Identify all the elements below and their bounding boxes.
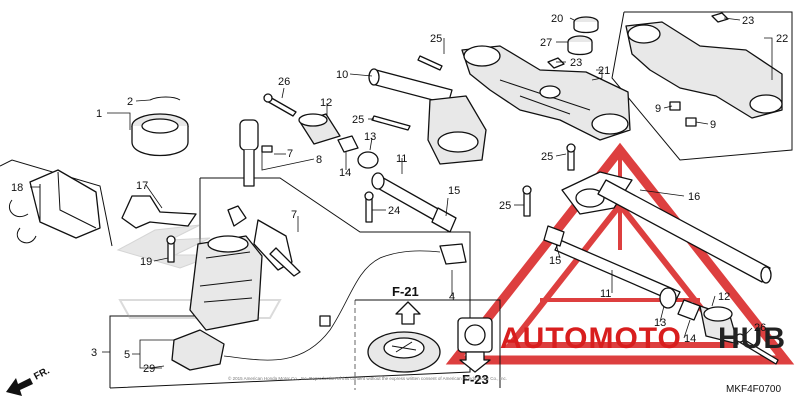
watermark-part1: AUTOMOTO: [500, 322, 682, 355]
watermark-part2: HUB: [718, 322, 786, 355]
callout-27: 27: [540, 37, 552, 49]
leader-lines: [30, 17, 773, 369]
callout-8: 8: [316, 154, 322, 166]
callout-25a: 25: [430, 33, 442, 45]
fuel-cap: [367, 331, 441, 373]
ref-label-f23: F-23: [462, 372, 489, 387]
callout-11a: 11: [396, 153, 407, 165]
callout-18: 18: [11, 182, 23, 194]
callout-13a: 13: [364, 131, 376, 143]
part-16-handlebar-right: [561, 171, 772, 284]
callout-7b: 7: [291, 209, 297, 221]
callout-24: 24: [388, 205, 400, 217]
fuel-cap-small: [457, 317, 493, 353]
part-22-bridge-inset: [625, 12, 783, 127]
part-25-bolts-right: [522, 143, 576, 217]
callout-16: 16: [688, 191, 700, 203]
part-20-cap: [547, 16, 599, 69]
part-5-sensor: [171, 243, 467, 371]
copyright-notice: © 2015 American Honda Motor Co., Inc. Re…: [228, 375, 507, 381]
callout-2: 2: [127, 96, 133, 108]
callout-13b: 13: [654, 317, 666, 329]
callout-29: 29: [143, 363, 155, 375]
front-label: FR.: [32, 365, 52, 382]
callout-14b: 14: [684, 333, 696, 345]
callout-17: 17: [136, 180, 148, 192]
part-10-handlebar: [368, 68, 487, 165]
top-bridge-outline: [611, 11, 793, 161]
callout-25d: 25: [499, 200, 511, 212]
callout-23a: 23: [742, 15, 754, 27]
callout-4: 4: [449, 291, 455, 303]
callout-15a: 15: [448, 185, 460, 197]
callout-11b: 11: [600, 288, 611, 300]
callout-10: 10: [336, 69, 348, 81]
callout-25c: 25: [541, 151, 553, 163]
part-11-shaft-left: [371, 172, 457, 233]
part-24-bolt: [364, 191, 374, 223]
callout-19: 19: [140, 256, 152, 268]
callout-22: 22: [776, 33, 788, 45]
diagram-code: MKF4F0700: [726, 384, 781, 395]
callout-20: 20: [551, 13, 563, 25]
ref-label-f21: F-21: [392, 284, 419, 299]
part-26-bolt-left: [263, 93, 297, 117]
callouts: 1 2 3 4 5 6 7 7 8 9 9 10 11 11 12 12 13 …: [11, 13, 788, 375]
callout-3: 3: [91, 347, 97, 359]
ref-arrow-down: [459, 351, 491, 373]
callout-9a: 9: [655, 103, 661, 115]
callout-26a: 26: [278, 76, 290, 88]
callout-12a: 12: [320, 97, 332, 109]
ref-arrow-up: [395, 301, 421, 325]
callout-14a: 14: [339, 167, 351, 179]
callout-25b: 25: [352, 114, 364, 126]
callout-1: 1: [96, 108, 102, 120]
callout-9b: 9: [710, 119, 716, 131]
part-18-bracket: [8, 169, 101, 244]
callout-12b: 12: [718, 291, 730, 303]
part-11-shaft-right: [543, 225, 779, 365]
callout-5: 5: [124, 349, 130, 361]
part-key: [239, 119, 273, 187]
front-arrow: [6, 378, 33, 396]
callout-15b: 15: [549, 255, 561, 267]
callout-26b: 26: [754, 322, 766, 334]
callout-21: 21: [598, 65, 610, 77]
part-12-upper: [298, 113, 379, 169]
watermark-text: AUTOMOTO HUB: [500, 322, 786, 355]
part-1-ring: [131, 96, 189, 157]
callout-23b: 23: [570, 57, 582, 69]
part-17-bracket: [121, 195, 197, 263]
part-21-top-bridge: [461, 45, 631, 141]
ignition-switch: [189, 205, 301, 331]
callout-7a: 7: [287, 148, 293, 160]
